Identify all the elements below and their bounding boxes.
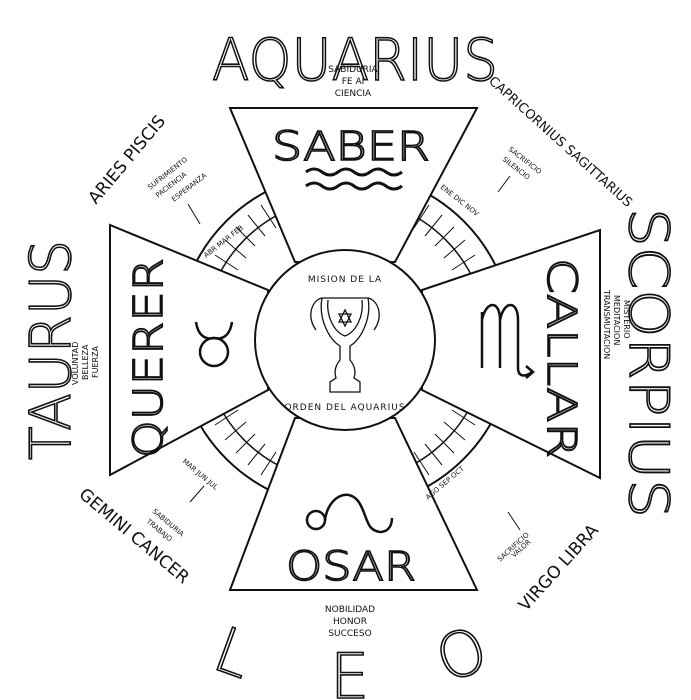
- sign-leo-o: O: [426, 612, 497, 697]
- sign-leo-l: L: [205, 612, 262, 692]
- arm-bottom-note-2: HONOR: [333, 617, 367, 627]
- arm-left-note-3: FUERZA: [91, 345, 100, 378]
- arm-top-note-1: SABIDURIA: [328, 65, 378, 75]
- arm-left-note-2: BELLEZA: [81, 344, 90, 380]
- arm-right-note-1: TRANSMUTACION: [602, 289, 611, 359]
- sign-scorpius: SCORPIUS: [617, 208, 680, 518]
- sign-leo-e: E: [330, 640, 369, 700]
- arm-left-note-1: VOLUNTAD: [71, 342, 80, 385]
- center-bottom-text: ORDEN DEL AQUARIUS: [284, 403, 405, 413]
- arm-word-saber: SABER: [272, 124, 430, 170]
- arm-top-note-2: FE AI: [342, 77, 365, 87]
- quadrant-ll-arrow: [190, 486, 204, 502]
- arm-word-querer: QUERER: [126, 258, 172, 458]
- ring-label-lower-left: MAR JUN JUL: [181, 457, 220, 491]
- ring-label-lower-right: AGO SEP OCT: [424, 464, 466, 501]
- sign-pair-gemini-cancer: GEMINI CANCER: [75, 485, 193, 589]
- quadrant-ur-arrow: [498, 176, 510, 192]
- quadrant-lr-arrow: [508, 512, 520, 530]
- arm-bottom-note-3: SUCCESO: [328, 629, 371, 639]
- arm-word-callar: CALLAR: [538, 258, 584, 458]
- arm-right-note-2: MEDITACION: [612, 295, 621, 345]
- quadrant-ul-arrow: [188, 204, 200, 224]
- sign-pair-capricornius-sagittarius: CAPRICORNIUS SAGITTARIUS: [485, 74, 635, 211]
- arm-right-note-3: MISTERIO: [622, 300, 631, 339]
- arm-bottom-note-1: NOBILIDAD: [325, 605, 375, 615]
- ring-hatch-upper-right: [414, 205, 483, 283]
- center-top-text: MISION DE LA: [308, 275, 382, 285]
- arm-top-note-3: CIENCIA: [335, 89, 372, 99]
- arm-word-osar: OSAR: [286, 544, 416, 590]
- ring-label-upper-right: ENE DIC NOV: [439, 183, 481, 218]
